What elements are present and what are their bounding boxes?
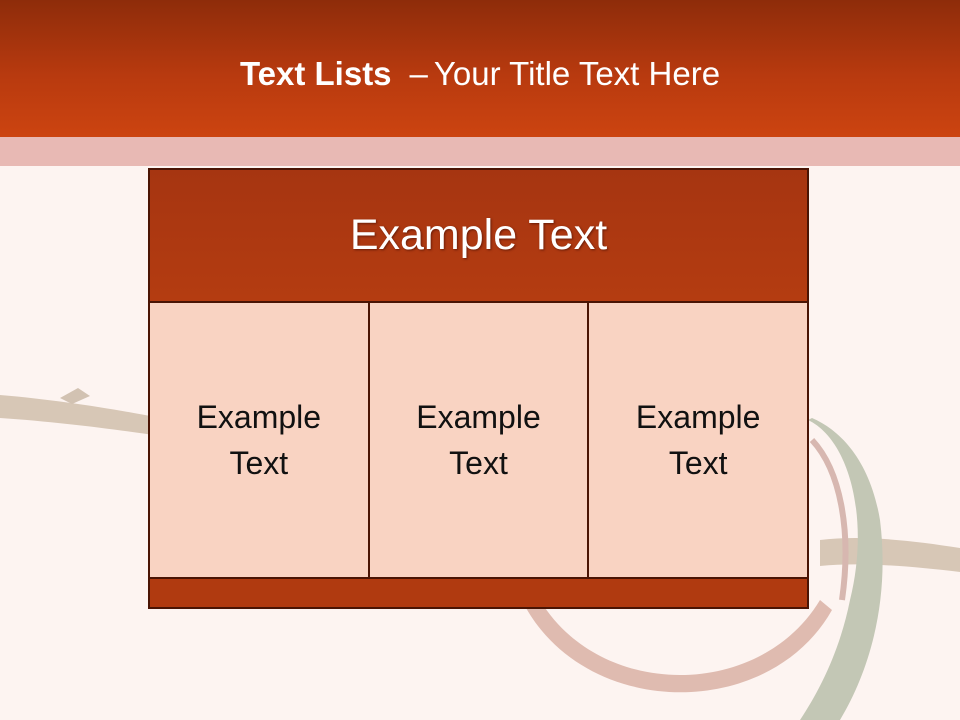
- diagram-column-1: Example Text: [150, 303, 370, 577]
- slide-title-bold: Text Lists: [239, 55, 392, 92]
- diagram-column-2: Example Text: [369, 303, 590, 577]
- diagram-footer-bar: [150, 579, 807, 607]
- slide-title: Text Lists–Your Title Text Here: [0, 52, 960, 96]
- diagram-column-3: Example Text: [589, 303, 808, 577]
- title-bar: [0, 0, 960, 137]
- title-stripe: [0, 137, 960, 166]
- diagram-header: Example Text: [150, 170, 807, 303]
- diagram-columns: Example Text Example Text Example Text: [150, 303, 808, 579]
- text-list-diagram: Example Text Example Text Example Text E…: [148, 168, 809, 609]
- slide-title-separator: –: [409, 55, 428, 92]
- slide-title-text: Your Title Text Here: [433, 55, 721, 92]
